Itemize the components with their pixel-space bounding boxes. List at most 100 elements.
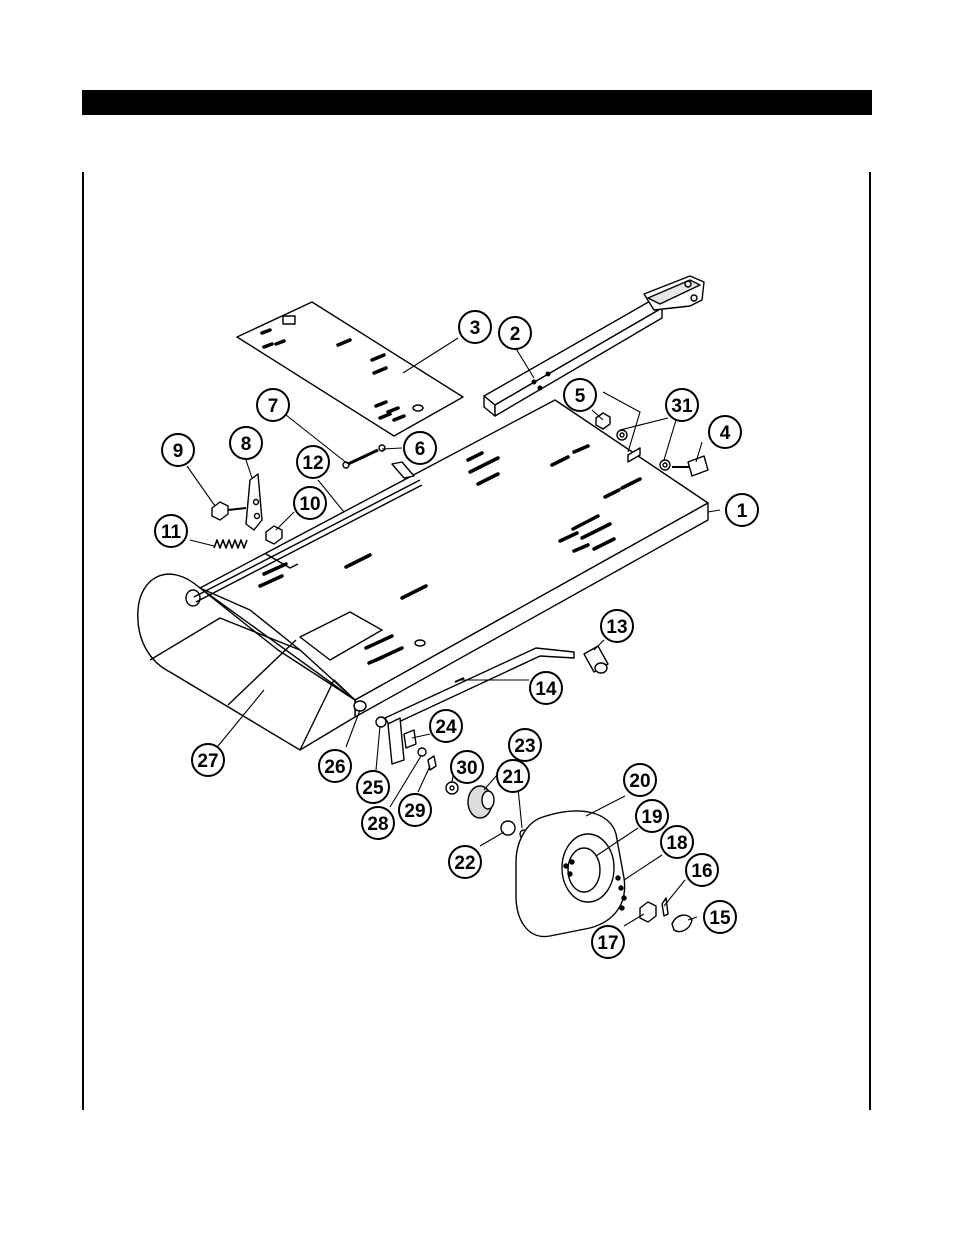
callout-2: 2 — [498, 316, 532, 350]
frame-left-rule — [82, 172, 84, 1110]
callout-15: 15 — [703, 900, 737, 934]
callout-circle — [448, 845, 482, 879]
callout-24: 24 — [429, 709, 463, 743]
callout-label: 5 — [575, 386, 586, 407]
callout-circle — [229, 426, 263, 460]
part-spindle-arm — [387, 717, 437, 771]
part-bracket — [245, 473, 263, 531]
callout-19: 19 — [635, 799, 669, 833]
callout-label: 27 — [197, 751, 218, 772]
callout-label: 18 — [666, 833, 687, 854]
callout-12: 12 — [296, 445, 330, 479]
callout-label: 23 — [514, 736, 535, 757]
part-nuts — [211, 501, 283, 545]
callout-label: 30 — [456, 758, 477, 779]
part-bushing — [583, 645, 609, 674]
callout-label: 1 — [737, 501, 748, 522]
callout-circle — [293, 486, 327, 520]
callout-label: 26 — [324, 757, 345, 778]
callout-label: 9 — [173, 441, 184, 462]
part-wheel — [515, 810, 626, 938]
callout-circle — [154, 514, 188, 548]
callout-circle — [685, 853, 719, 887]
callout-25: 25 — [356, 770, 390, 804]
callout-circle — [591, 925, 625, 959]
callout-label: 4 — [720, 423, 731, 444]
callout-10: 10 — [293, 486, 327, 520]
callout-11: 11 — [154, 514, 188, 548]
callout-7: 7 — [256, 388, 290, 422]
callout-18: 18 — [660, 825, 694, 859]
callout-label: 24 — [435, 717, 457, 738]
callout-31: 31 — [665, 388, 699, 422]
callout-label: 2 — [510, 324, 521, 345]
part-axle-ends — [353, 700, 387, 728]
callout-22: 22 — [448, 845, 482, 879]
callout-30: 30 — [450, 750, 484, 784]
callout-label: 7 — [268, 396, 279, 417]
callout-label: 3 — [470, 318, 481, 339]
callout-8: 8 — [229, 426, 263, 460]
callout-circle — [635, 799, 669, 833]
callout-label: 28 — [367, 814, 388, 835]
callout-label: 13 — [606, 617, 627, 638]
callout-6: 6 — [403, 431, 437, 465]
callout-label: 21 — [502, 767, 524, 788]
callout-label: 19 — [641, 807, 662, 828]
callout-circle — [660, 825, 694, 859]
callout-circle — [318, 749, 352, 783]
callout-label: 22 — [454, 853, 475, 874]
header-bar — [82, 90, 872, 115]
callout-circle — [665, 388, 699, 422]
callout-circle — [458, 310, 492, 344]
callout-1: 1 — [725, 493, 759, 527]
callout-29: 29 — [398, 793, 432, 827]
part-plate — [236, 301, 464, 437]
callout-label: 29 — [404, 801, 425, 822]
leader-lines — [186, 337, 721, 927]
callout-label: 20 — [629, 771, 650, 792]
callout-9: 9 — [161, 433, 195, 467]
callout-circle — [623, 763, 657, 797]
callout-label: 14 — [535, 679, 557, 700]
callout-5: 5 — [563, 378, 597, 412]
callout-label: 11 — [161, 522, 182, 543]
part-hub — [445, 781, 529, 839]
callout-circle — [296, 445, 330, 479]
part-rod-12 — [193, 461, 423, 603]
callout-circle — [450, 750, 484, 784]
parts-drawing — [137, 275, 709, 938]
callout-label: 12 — [302, 453, 323, 474]
callout-circle — [356, 770, 390, 804]
callout-circle — [508, 728, 542, 762]
callout-circle — [725, 493, 759, 527]
callouts: 1234567891011121314151617181920212223242… — [154, 310, 759, 959]
callout-label: 15 — [709, 908, 731, 929]
callout-circle — [529, 671, 563, 705]
callout-20: 20 — [623, 763, 657, 797]
callout-3: 3 — [458, 310, 492, 344]
callout-label: 17 — [597, 933, 618, 954]
callout-circle — [256, 388, 290, 422]
callout-label: 16 — [691, 861, 712, 882]
callout-circle — [563, 378, 597, 412]
part-spring — [213, 539, 248, 549]
callout-28: 28 — [361, 806, 395, 840]
callout-circle — [600, 609, 634, 643]
frame-right-rule — [869, 172, 871, 1110]
callout-14: 14 — [529, 671, 563, 705]
callout-4: 4 — [708, 415, 742, 449]
callout-circle — [161, 433, 195, 467]
callout-label: 25 — [362, 778, 384, 799]
callout-label: 31 — [671, 396, 693, 417]
callout-circle — [398, 793, 432, 827]
callout-circle — [703, 900, 737, 934]
callout-circle — [496, 759, 530, 793]
callout-label: 8 — [241, 434, 252, 455]
callout-27: 27 — [191, 743, 225, 777]
part-wheel-hardware — [615, 875, 693, 933]
callout-label: 10 — [299, 494, 320, 515]
callout-26: 26 — [318, 749, 352, 783]
part-roller — [137, 573, 383, 751]
